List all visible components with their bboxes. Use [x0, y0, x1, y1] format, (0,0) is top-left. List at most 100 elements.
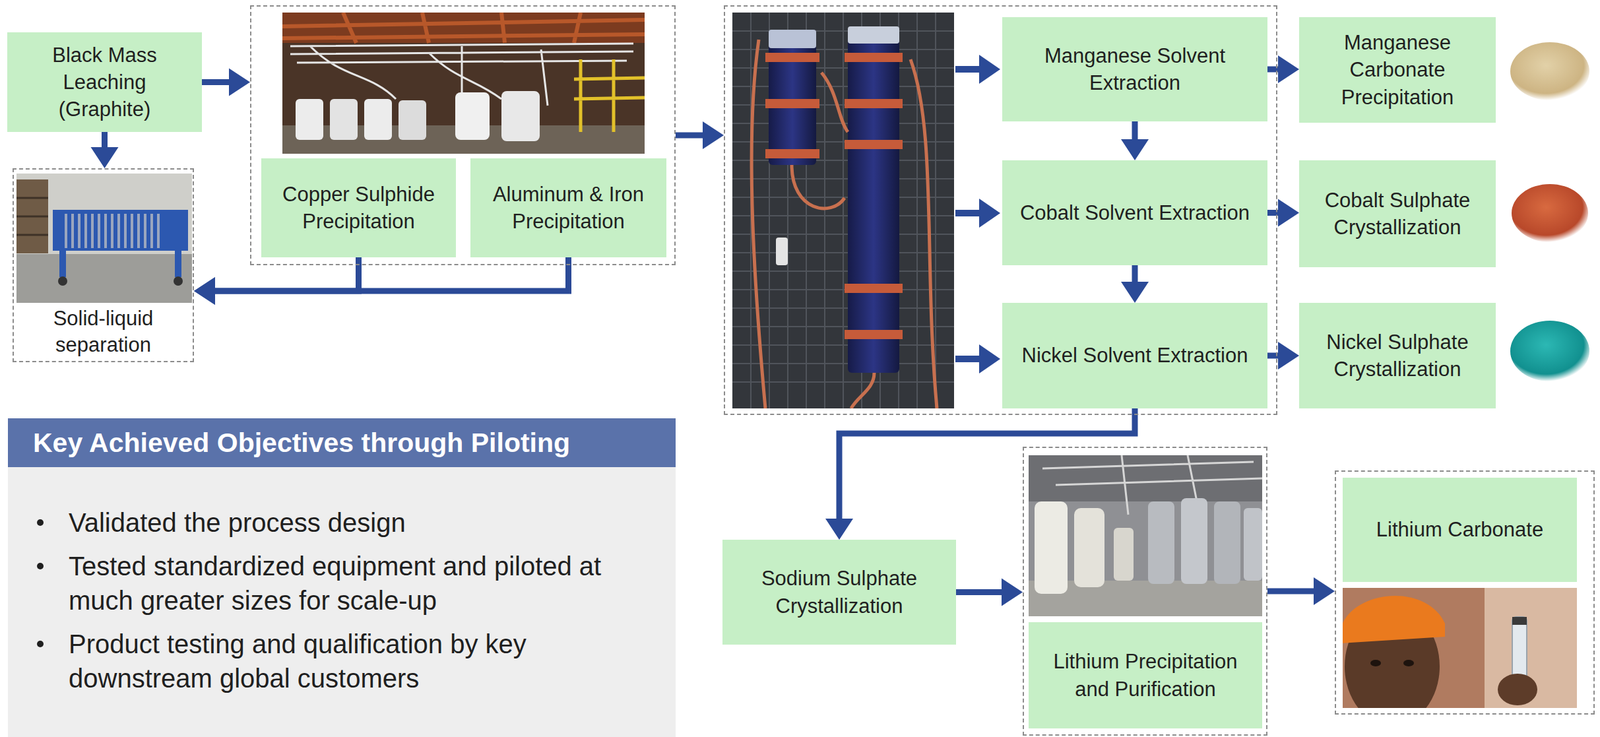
illustration-rect [501, 91, 540, 142]
arrow-head [1278, 55, 1300, 84]
illustration-rect [16, 173, 192, 303]
arrow-line [1267, 588, 1314, 595]
stage-group: Lithium Precipitation and Purification [1022, 446, 1268, 736]
illustration-path [282, 12, 645, 43]
illustration-rect [768, 29, 817, 165]
illustration-path [1342, 595, 1445, 644]
illustration-rect [364, 98, 392, 140]
illustration-rect [1028, 455, 1263, 617]
box-label: Sodium Sulphate Crystallization [730, 564, 949, 619]
arrow-head [193, 277, 216, 305]
objectives-panel: Key Achieved Objectives through Piloting… [7, 418, 676, 737]
flow-arrow [1267, 199, 1300, 227]
arrow-line [675, 132, 703, 139]
bullet-dot [36, 562, 44, 570]
process-box: Aluminum & Iron Precipitation [470, 158, 667, 258]
bullet-dot [36, 640, 44, 648]
flow-arrow [956, 578, 1023, 607]
arrow-head [1278, 341, 1300, 370]
illustration-rect [174, 250, 182, 278]
illustration-rect [847, 26, 900, 373]
process-box: Black Mass Leaching (Graphite) [7, 32, 202, 132]
filter-press-photo [16, 173, 192, 303]
box-label: Copper Sulphide Precipitation [269, 180, 448, 235]
illustration-rect [295, 98, 324, 140]
flow-arrow [91, 131, 119, 169]
illustration-rect [52, 209, 189, 251]
flow-arrow [825, 408, 1135, 540]
process-box: Manganese Solvent Extraction [1002, 17, 1268, 122]
illustration-rect [765, 98, 820, 109]
box-label: Nickel Sulphate Crystallization [1307, 328, 1488, 383]
arrow-line [101, 131, 108, 148]
illustration-circle [58, 276, 68, 286]
lithium-carbonate-photo [1342, 587, 1577, 708]
box-label: Cobalt Sulphate Crystallization [1307, 186, 1488, 241]
bullet-text: Validated the process design [68, 505, 650, 540]
bullet-dot [36, 519, 44, 526]
bullet-text: Product testing and qualification by key… [68, 626, 650, 696]
illustration-rect [1074, 508, 1105, 588]
stage-group: Copper Sulphide Precipitation Aluminum & … [250, 5, 676, 266]
bullet-row: Product testing and qualification by key… [7, 626, 676, 696]
product-powders [1510, 42, 1590, 382]
arrow-line [839, 408, 1135, 519]
illustration-rect [844, 139, 903, 150]
illustration-rect [455, 92, 490, 140]
photo-frame: Solid-liquid separation [12, 168, 194, 363]
arrow-line [201, 79, 229, 86]
arrow-head [1001, 578, 1023, 607]
illustration-rect [732, 12, 955, 409]
illustration-ellipse [1497, 673, 1538, 706]
process-box: Manganese Carbonate Precipitation [1299, 17, 1496, 123]
solvent-extraction-photo [732, 12, 955, 409]
illustration-rect [1512, 616, 1527, 625]
flow-arrow [1120, 265, 1149, 303]
illustration-polygon [979, 198, 1001, 228]
arrow-head [193, 277, 216, 305]
illustration-rect [844, 329, 903, 340]
illustration-rect [282, 12, 645, 43]
flow-arrow [201, 68, 251, 97]
illustration-path [16, 197, 49, 235]
illustration-rect [282, 12, 645, 154]
process-box: Copper Sulphide Precipitation [261, 158, 456, 258]
arrow-head [91, 147, 119, 169]
panel-body: Validated the process designTested stand… [7, 467, 676, 696]
caption-area: Solid-liquid separation [13, 302, 193, 361]
box-label: Manganese Carbonate Precipitation [1307, 29, 1488, 111]
caption-text: Solid-liquid separation [13, 305, 193, 359]
illustration-rect [955, 65, 981, 73]
box-label: Cobalt Solvent Extraction [1010, 199, 1260, 227]
illustration-ellipse [1510, 320, 1590, 382]
illustration-rect [765, 52, 820, 63]
illustration-rect [1034, 501, 1068, 594]
illustration-rect [775, 237, 788, 266]
lithium-plant-photo [1028, 455, 1263, 617]
box-label: Lithium Precipitation and Purification [1036, 647, 1255, 703]
box-label: Aluminum & Iron Precipitation [478, 180, 659, 235]
illustration-rect [16, 179, 49, 254]
arrow-head [1278, 199, 1300, 227]
arrow-line [215, 257, 359, 291]
illustration-rect [16, 254, 192, 303]
arrow-head [1120, 139, 1149, 161]
illustration-rect [1484, 587, 1577, 708]
flow-arrow [1267, 577, 1335, 606]
extraction-feed-arrows [955, 54, 1001, 374]
pilot-plant-photo [282, 12, 645, 154]
arrow-head [228, 68, 251, 97]
flow-arrow [1267, 341, 1300, 370]
illustration-rect [847, 26, 900, 44]
illustration-polygon [979, 344, 1001, 374]
flow-arrow [1120, 121, 1149, 161]
illustration-ellipse [1403, 659, 1414, 667]
arrow-line [1132, 265, 1139, 282]
illustration-rect [1512, 616, 1527, 680]
box-label: Manganese Solvent Extraction [1010, 42, 1260, 97]
box-label: Lithium Carbonate [1350, 515, 1569, 544]
arrow-head [702, 121, 724, 150]
panel-heading: Key Achieved Objectives through Piloting [7, 418, 676, 468]
illustration-path [732, 12, 955, 409]
